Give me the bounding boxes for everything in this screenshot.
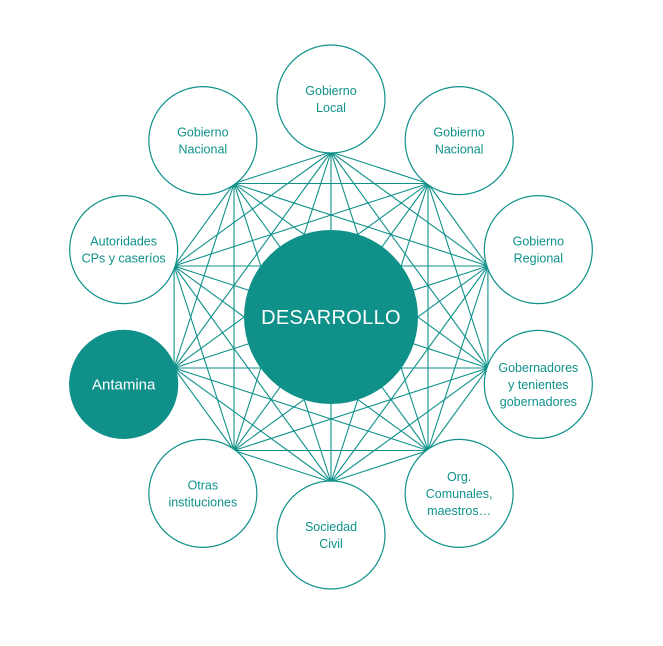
node-label-line: Nacional: [435, 143, 484, 157]
node-label-line: Gobierno: [177, 126, 228, 140]
connection-line: [173, 367, 332, 483]
connection-line: [427, 367, 489, 451]
node-label-line: Nacional: [179, 143, 228, 157]
node-label-line: Gobernadores: [498, 361, 578, 375]
outer-nodes: GobiernoLocalGobiernoNacionalGobiernoReg…: [69, 44, 593, 590]
node-label-line: Sociedad: [305, 520, 357, 534]
node-label-line: Otras: [188, 478, 219, 492]
connection-line: [173, 183, 235, 369]
node-label-line: Antamina: [92, 376, 156, 393]
node-label-line: Civil: [319, 537, 343, 551]
center-label: DESARROLLO: [261, 307, 401, 329]
connection-line: [233, 182, 489, 267]
node-circle: [69, 195, 179, 305]
connection-line: [330, 449, 429, 483]
node-label-line: Local: [316, 101, 346, 115]
node-circle: [276, 44, 386, 154]
node-org-comunales: Org. Comunales, maestros…: [404, 438, 514, 548]
node-circle: [148, 438, 258, 548]
node-circle: [483, 329, 593, 439]
connection-line: [330, 151, 489, 369]
node-label-line: instituciones: [168, 495, 237, 509]
center-circle: [244, 230, 418, 404]
connection-line: [233, 367, 489, 452]
node-label-line: Org.: [447, 470, 471, 484]
connection-line: [233, 449, 332, 483]
connection-line: [330, 265, 489, 483]
node-label-line: y tenientes: [508, 378, 568, 392]
node-label-line: Gobierno: [433, 126, 484, 140]
connection-line: [173, 151, 332, 369]
node-gobernadores: Gobernadores y tenientes gobernadores: [483, 329, 593, 439]
node-circle: [69, 329, 179, 439]
node-circle: [483, 195, 593, 305]
node-circle: [404, 86, 514, 196]
node-otras-instituciones: Otras instituciones: [148, 438, 258, 548]
connection-line: [173, 182, 429, 267]
node-label-line: Autoridades: [90, 235, 157, 249]
node-antamina: Antamina: [69, 329, 179, 439]
connection-line: [173, 265, 235, 451]
connection-line: [427, 183, 489, 267]
connection-line: [173, 183, 235, 267]
node-label-line: Gobierno: [305, 84, 356, 98]
connection-line: [173, 367, 235, 451]
node-circle: [148, 86, 258, 196]
node-label-line: Regional: [514, 252, 563, 266]
node-circle: [404, 438, 514, 548]
center-node: DESARROLLO: [244, 230, 418, 404]
node-label-line: Gobierno: [513, 235, 564, 249]
node-label-line: maestros…: [427, 504, 491, 518]
connection-line: [173, 265, 332, 483]
node-label-line: CPs y caseríos: [82, 252, 166, 266]
node-label-line: Comunales,: [426, 487, 493, 501]
connection-line: [233, 151, 332, 185]
connection-line: [330, 151, 429, 185]
node-circle: [276, 480, 386, 590]
connection-line: [173, 367, 429, 452]
node-label-line: gobernadores: [500, 395, 577, 409]
